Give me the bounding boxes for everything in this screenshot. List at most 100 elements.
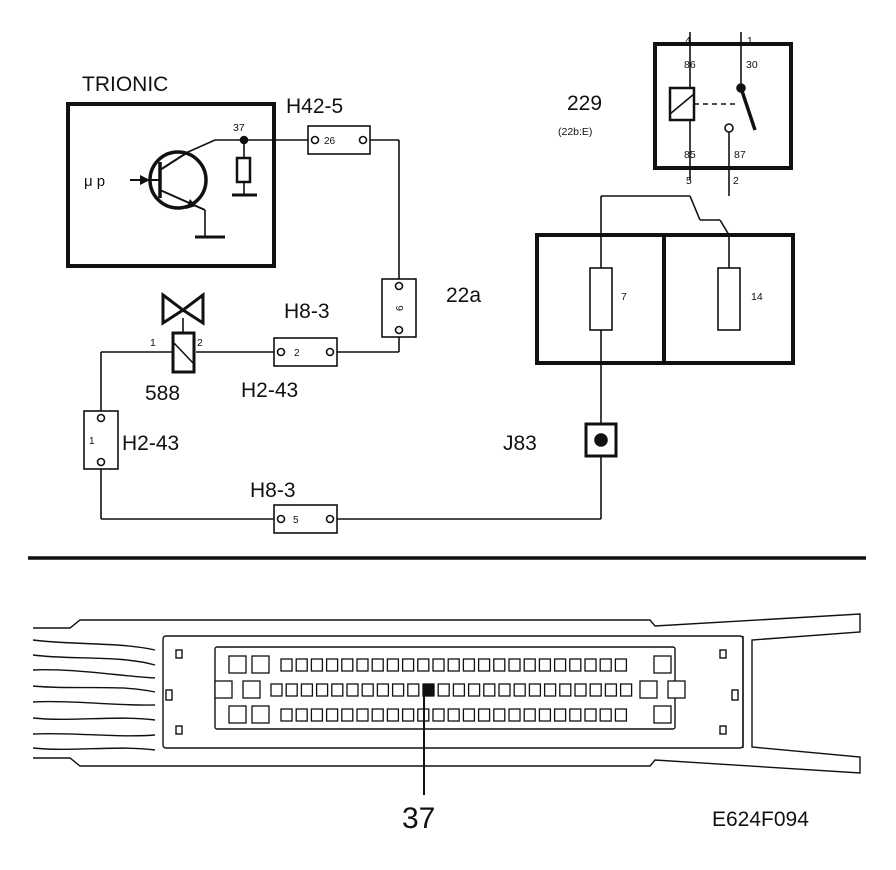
fuse-7: [589, 267, 613, 331]
connector-pin: [285, 683, 298, 697]
h8-3-top-pin: 2: [294, 348, 300, 359]
connector-pin: [498, 683, 511, 697]
valve-588-label: 588: [145, 382, 180, 405]
connector-pin: [452, 683, 466, 697]
connector-pin: [569, 658, 582, 672]
connector-pin: [543, 683, 557, 697]
connector-pin: [538, 708, 552, 722]
connector-pin: [242, 680, 261, 699]
connector-pin: [508, 708, 521, 722]
connector-pin: [553, 658, 567, 672]
fuse-7-label: 7: [621, 291, 627, 303]
connector-pin: [356, 658, 369, 672]
trionic-label: TRIONIC: [82, 73, 168, 96]
connector-pin: [310, 658, 324, 672]
connector-pin: [559, 683, 572, 697]
h2-43-left-label: H2-43: [122, 432, 179, 455]
connector-pin: [270, 683, 283, 697]
valve-pin-2: 2: [197, 337, 203, 349]
relay-terminal-30: 30: [746, 59, 758, 71]
pin-37-callout: 37: [402, 802, 435, 835]
connector-pin: [462, 658, 476, 672]
connector-22a-pin: 6: [395, 305, 406, 311]
connector-pin: [523, 708, 536, 722]
connector-pin: [528, 683, 542, 697]
connector-pin: [569, 708, 582, 722]
connector-pin: [310, 708, 324, 722]
connector-pin: [371, 658, 384, 672]
connector-pin: [280, 708, 293, 722]
connector-pin: [361, 683, 374, 697]
connector-pin: [467, 683, 481, 697]
h2-43-left-pin: 1: [89, 436, 95, 447]
connector-22a-label: 22a: [446, 284, 481, 307]
connector-pin: [599, 708, 612, 722]
connector-pin: [300, 683, 314, 697]
connector-pin: [447, 708, 460, 722]
connector-pin: [401, 658, 415, 672]
connector-pin: [386, 708, 400, 722]
connector-pin: [228, 705, 247, 724]
connector-pin: [553, 708, 567, 722]
connector-pin: [295, 658, 308, 672]
connector-pin: [386, 658, 400, 672]
connector-pin: [437, 683, 450, 697]
connector-pin: [653, 655, 672, 674]
connector-pin: [639, 680, 658, 699]
connector-pin: [401, 708, 415, 722]
valve-pin-1: 1: [150, 337, 156, 349]
connector-pin: [653, 705, 672, 724]
connector-pin: [614, 708, 628, 722]
connector-pin: [493, 708, 506, 722]
connector-pin: [325, 708, 339, 722]
connector-pin: [614, 658, 628, 672]
h8-3-bottom-label: H8-3: [250, 479, 296, 502]
relay-terminal-85: 85: [684, 149, 696, 161]
connector-pin: [483, 683, 496, 697]
h2-43-bottom-label: H2-43: [241, 379, 298, 402]
connector-pin: [599, 658, 612, 672]
relay-229: [653, 42, 793, 170]
connector-pin: [574, 683, 587, 697]
connector-pin: [251, 655, 270, 674]
connector-pin: [371, 708, 384, 722]
connector-pin: [604, 683, 618, 697]
connector-pin: [228, 655, 247, 674]
j83-label: J83: [503, 432, 537, 455]
connector-pin: [341, 658, 354, 672]
connector-pin: [315, 683, 329, 697]
connector-pin: [667, 680, 686, 699]
connector-pin: [391, 683, 405, 697]
connector-pin: [325, 658, 339, 672]
pin-37-label: 37: [233, 122, 245, 134]
connector-pin: [295, 708, 308, 722]
connector-pin: [417, 658, 430, 672]
connector-pin: [589, 683, 602, 697]
relay-terminal-86: 86: [684, 59, 696, 71]
connector-pin: [341, 708, 354, 722]
connector-pin: [331, 683, 344, 697]
relay-229-sublabel: (22b:E): [558, 126, 592, 138]
connector-pin: [477, 658, 491, 672]
h42-5-pin: 26: [324, 136, 336, 147]
relay-229-label: 229: [567, 92, 602, 115]
connector-pin: [280, 658, 293, 672]
connector-pin: [356, 708, 369, 722]
connector-pin: [513, 683, 526, 697]
connector-pin: [538, 658, 552, 672]
connector-pin: [432, 658, 445, 672]
connector-pin: [214, 680, 233, 699]
connector-pin: [477, 708, 491, 722]
connector-pin-grid: [214, 655, 686, 724]
fuse-14-label: 14: [751, 291, 763, 303]
connector-pin: [508, 658, 521, 672]
microprocessor-label: μ p: [84, 173, 105, 190]
connector-pin: [523, 658, 536, 672]
relay-terminal-87: 87: [734, 149, 746, 161]
connector-pin: [251, 705, 270, 724]
connector-pin: [432, 708, 445, 722]
connector-pin: [346, 683, 359, 697]
connector-pin: [584, 658, 597, 672]
figure-code: E624F094: [712, 808, 809, 831]
